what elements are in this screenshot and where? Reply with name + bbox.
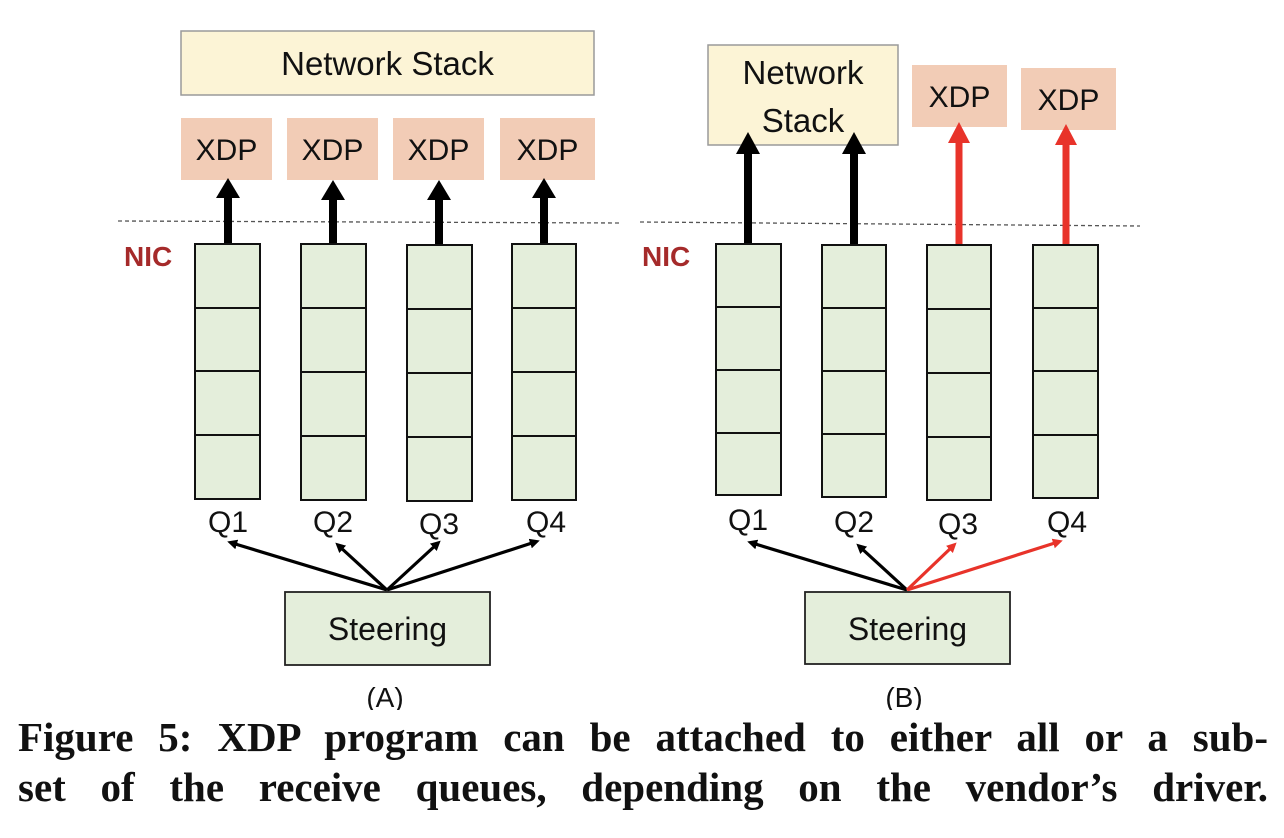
- nic-boundary-line: [639, 221, 1141, 227]
- steering-label: Steering: [848, 611, 967, 647]
- steering-label: Steering: [328, 611, 447, 647]
- xdp-label: XDP: [517, 134, 579, 167]
- receive-queue: [511, 243, 577, 501]
- caption-line-2: set of the receive queues, depending on …: [18, 764, 1268, 810]
- queue-to-xdp-arrow: [1055, 124, 1077, 244]
- queue-arrow: [532, 178, 556, 244]
- queue-to-stack-arrow: [842, 132, 866, 245]
- xdp-label: XDP: [929, 81, 991, 114]
- network-stack-label-line-2: Stack: [762, 102, 845, 139]
- queue-arrow: [216, 178, 240, 244]
- steering-arrow: [747, 539, 908, 592]
- queue-label: Q3: [419, 508, 459, 541]
- steering-arrow-red: [906, 538, 1063, 592]
- steering-arrow: [386, 538, 540, 592]
- figure-caption: Figure 5: XDP program can be attached to…: [18, 712, 1268, 812]
- panel-label: (B): [885, 682, 922, 710]
- queue-label: Q2: [834, 506, 874, 539]
- queue-label: Q1: [208, 506, 248, 539]
- queue-arrow: [321, 180, 345, 244]
- steering-box: Steering: [804, 591, 1011, 665]
- queue-label: Q4: [1047, 506, 1087, 539]
- queue-label: Q3: [938, 508, 978, 541]
- steering-box: Steering: [284, 591, 491, 666]
- queue-label: Q1: [728, 504, 768, 537]
- receive-queue: [406, 244, 473, 502]
- panel-label: (A): [366, 682, 403, 710]
- xdp-box: XDP: [287, 118, 378, 180]
- receive-queue: [821, 244, 887, 498]
- steering-arrow: [335, 542, 389, 592]
- nic-label: NIC: [124, 241, 172, 272]
- network-stack-box: Network Stack: [707, 44, 899, 146]
- network-stack-box: Network Stack: [180, 30, 595, 96]
- receive-queue: [715, 243, 782, 496]
- network-stack-label-line-1: Network: [742, 54, 864, 91]
- panel-a: Network Stack XDP XDP XDP XDP NIC: [117, 30, 621, 710]
- queue-to-xdp-arrow: [948, 122, 970, 244]
- steering-arrow-red: [905, 542, 957, 592]
- xdp-box: XDP: [1021, 68, 1116, 130]
- queue-label: Q4: [526, 506, 566, 539]
- receive-queue: [926, 244, 992, 501]
- xdp-queue-diagram: Network Stack XDP XDP XDP XDP NIC: [117, 30, 1141, 710]
- xdp-box: XDP: [500, 118, 595, 180]
- xdp-label: XDP: [196, 134, 258, 167]
- panel-b: Network Stack XDP XDP NIC: [639, 44, 1141, 710]
- queue-arrow: [427, 180, 451, 245]
- steering-arrow: [227, 539, 388, 592]
- receive-queue: [1032, 244, 1099, 499]
- queue-label: Q2: [313, 506, 353, 539]
- xdp-label: XDP: [302, 134, 364, 167]
- receive-queue: [194, 243, 261, 500]
- nic-label: NIC: [642, 241, 690, 272]
- xdp-box: XDP: [181, 118, 272, 180]
- steering-arrow: [385, 540, 441, 592]
- xdp-label: XDP: [408, 134, 470, 167]
- caption-line-1: Figure 5: XDP program can be attached to…: [18, 714, 1268, 760]
- queue-to-stack-arrow: [736, 132, 760, 244]
- steering-arrow: [856, 543, 909, 592]
- receive-queue: [300, 243, 367, 501]
- xdp-label: XDP: [1038, 84, 1100, 117]
- network-stack-label: Network Stack: [281, 45, 494, 82]
- xdp-box: XDP: [393, 118, 484, 180]
- xdp-box: XDP: [912, 65, 1007, 127]
